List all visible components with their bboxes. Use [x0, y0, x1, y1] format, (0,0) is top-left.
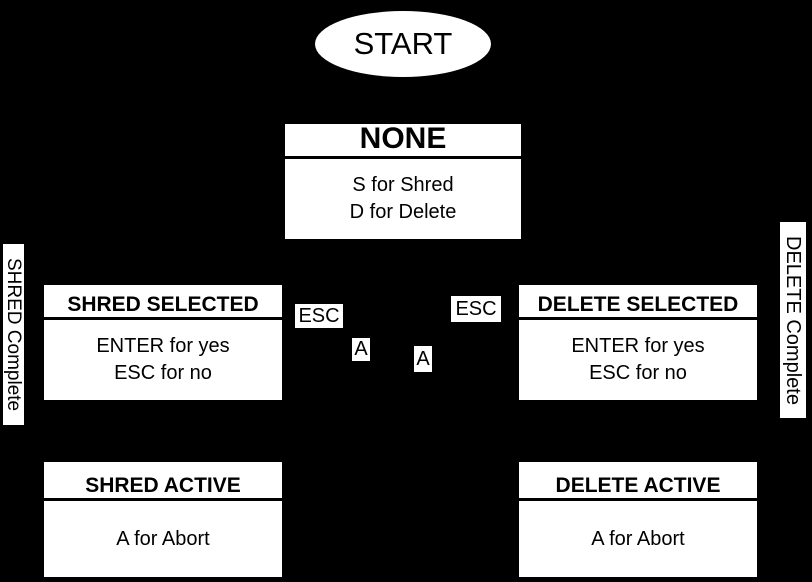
- state-node-shred-active: SHRED ACTIVE A for Abort: [44, 462, 282, 577]
- state-body-line: S for Shred: [352, 174, 454, 196]
- state-body-line: A for Abort: [591, 527, 685, 550]
- state-body-line: ENTER for yes: [96, 335, 230, 357]
- edge-label-delete-complete: DELETE Complete: [780, 222, 806, 418]
- edge-label-esc-right: ESC: [451, 296, 501, 322]
- state-body-line: ESC for no: [589, 362, 687, 384]
- state-title-none: NONE: [285, 124, 521, 159]
- state-body-line: ESC for no: [114, 362, 212, 384]
- edge-label-esc-left: ESC: [295, 304, 343, 328]
- state-body-none: S for Shred D for Delete: [285, 159, 521, 239]
- edge-label-shred-complete: SHRED Complete: [3, 244, 24, 425]
- state-body-line: ENTER for yes: [571, 335, 705, 357]
- state-node-none: NONE S for Shred D for Delete: [285, 124, 521, 239]
- state-body-line: A for Abort: [116, 527, 210, 550]
- state-body-shred-selected: ENTER for yes ESC for no: [44, 320, 282, 400]
- start-node-label: START: [353, 26, 453, 61]
- state-title-delete-active: DELETE ACTIVE: [519, 462, 757, 501]
- edge-label-a-right: A: [414, 346, 432, 372]
- edge-label-a-left: A: [352, 338, 370, 361]
- state-body-delete-selected: ENTER for yes ESC for no: [519, 320, 757, 400]
- state-body-line: D for Delete: [349, 201, 457, 223]
- start-node: START: [315, 11, 491, 77]
- state-node-delete-active: DELETE ACTIVE A for Abort: [519, 462, 757, 577]
- state-title-shred-selected: SHRED SELECTED: [44, 285, 282, 320]
- state-title-shred-active: SHRED ACTIVE: [44, 462, 282, 501]
- state-node-shred-selected: SHRED SELECTED ENTER for yes ESC for no: [44, 285, 282, 400]
- state-title-delete-selected: DELETE SELECTED: [519, 285, 757, 320]
- state-body-shred-active: A for Abort: [44, 501, 282, 577]
- state-node-delete-selected: DELETE SELECTED ENTER for yes ESC for no: [519, 285, 757, 400]
- state-body-delete-active: A for Abort: [519, 501, 757, 577]
